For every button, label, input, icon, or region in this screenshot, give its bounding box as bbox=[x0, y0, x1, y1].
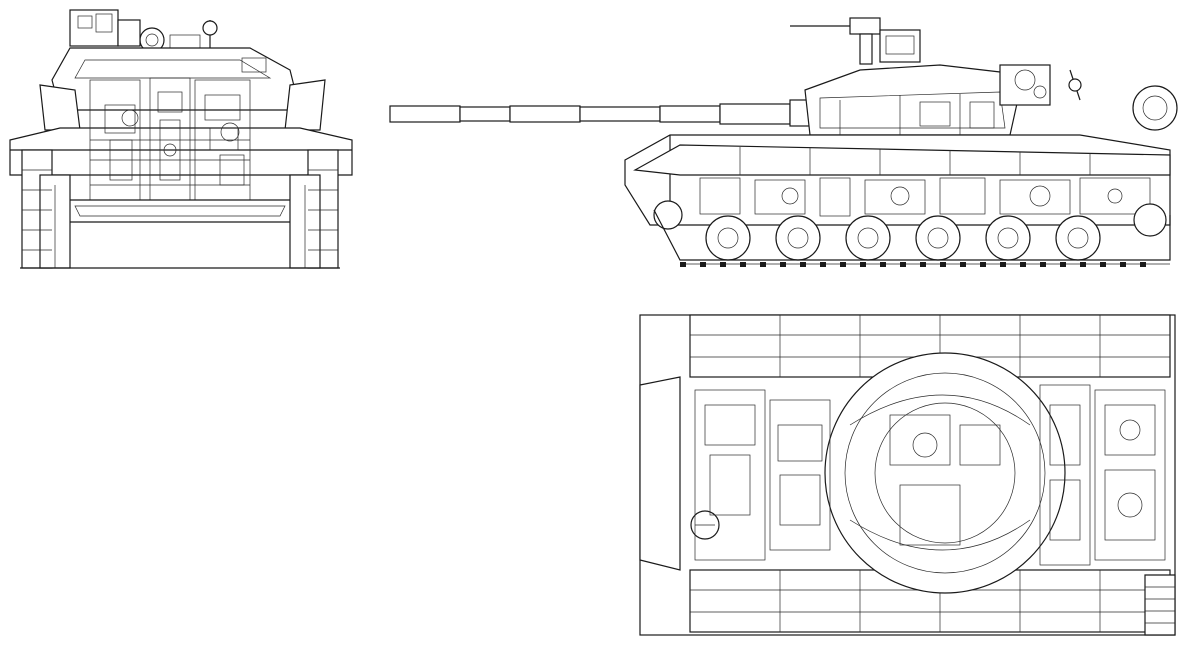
tank-front-view-icon bbox=[9, 9, 353, 269]
front-view bbox=[0, 0, 360, 275]
tank-top-view-icon bbox=[639, 314, 1176, 636]
tank-side-view-icon bbox=[389, 17, 1178, 267]
side-view bbox=[380, 10, 1185, 275]
top-view bbox=[620, 305, 1185, 645]
